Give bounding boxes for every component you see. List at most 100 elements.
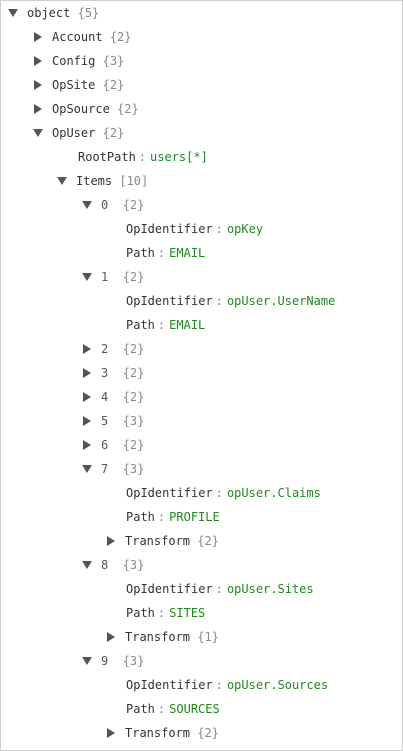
key-value-separator: : bbox=[215, 678, 223, 692]
node-key: Transform bbox=[125, 630, 191, 644]
tree-node-item-8[interactable]: 8 {3} bbox=[82, 553, 145, 577]
node-key: Transform bbox=[125, 534, 191, 548]
triangle-right-icon[interactable] bbox=[107, 535, 115, 546]
triangle-down-icon[interactable] bbox=[8, 8, 18, 18]
node-index: 0 bbox=[101, 198, 109, 212]
tree-node-item-7[interactable]: 7 {3} bbox=[82, 457, 144, 481]
key-value-separator: : bbox=[138, 150, 147, 164]
triangle-right-icon[interactable] bbox=[34, 79, 42, 90]
tree-node-item-4[interactable]: 4 {2} bbox=[83, 385, 144, 409]
node-index: 6 bbox=[101, 438, 109, 452]
tree-node-items[interactable]: Items [10] bbox=[57, 169, 149, 193]
node-key: OpUser bbox=[52, 126, 96, 140]
node-count: {2} bbox=[102, 78, 125, 92]
triangle-right-icon[interactable] bbox=[83, 415, 91, 426]
node-count: {2} bbox=[122, 198, 145, 212]
node-key: Account bbox=[52, 30, 103, 44]
tree-node-item-6[interactable]: 6 {2} bbox=[83, 433, 144, 457]
tree-node-config[interactable]: Config {3} bbox=[34, 49, 124, 73]
node-count: {3} bbox=[122, 558, 145, 572]
triangle-right-icon[interactable] bbox=[34, 31, 42, 42]
triangle-down-icon[interactable] bbox=[82, 656, 92, 666]
triangle-down-icon[interactable] bbox=[82, 464, 92, 474]
node-count: {3} bbox=[102, 54, 125, 68]
tree-node-transform[interactable]: Transform {1} bbox=[107, 625, 219, 649]
node-key: object bbox=[27, 6, 71, 20]
tree-node-opuser[interactable]: OpUser {2} bbox=[33, 121, 125, 145]
node-count: {2} bbox=[109, 30, 132, 44]
leaf-value[interactable]: EMAIL bbox=[169, 246, 206, 260]
tree-leaf-opidentifier: OpIdentifier:opUser.Claims bbox=[126, 481, 321, 505]
tree-node-item-2[interactable]: 2 {2} bbox=[83, 337, 144, 361]
triangle-right-icon[interactable] bbox=[83, 391, 91, 402]
triangle-right-icon[interactable] bbox=[34, 55, 42, 66]
tree-leaf-opidentifier: OpIdentifier:opUser.Sources bbox=[126, 673, 328, 697]
node-key: OpSite bbox=[52, 78, 96, 92]
triangle-down-icon[interactable] bbox=[82, 200, 92, 210]
tree-node-item-5[interactable]: 5 {3} bbox=[83, 409, 144, 433]
node-index: 2 bbox=[101, 342, 109, 356]
key-value-separator: : bbox=[215, 294, 223, 308]
key-value-separator: : bbox=[215, 486, 223, 500]
tree-node-transform[interactable]: Transform {2} bbox=[107, 721, 219, 745]
triangle-down-icon[interactable] bbox=[57, 176, 67, 186]
tree-leaf-path: Path:EMAIL bbox=[126, 241, 205, 265]
leaf-key: Path bbox=[126, 702, 155, 716]
node-count: {2} bbox=[122, 438, 145, 452]
leaf-key: Path bbox=[126, 606, 155, 620]
leaf-key: RootPath bbox=[78, 150, 136, 164]
tree-node-root[interactable]: object {5} bbox=[8, 1, 100, 25]
node-key: Transform bbox=[125, 726, 191, 740]
tree-node-opsite[interactable]: OpSite {2} bbox=[34, 73, 124, 97]
triangle-down-icon[interactable] bbox=[33, 128, 43, 138]
node-count: {2} bbox=[122, 270, 145, 284]
node-index: 7 bbox=[101, 462, 109, 476]
triangle-down-icon[interactable] bbox=[82, 560, 92, 570]
node-key: Config bbox=[52, 54, 96, 68]
node-count: {5} bbox=[77, 6, 100, 20]
key-value-separator: : bbox=[157, 318, 166, 332]
tree-node-item-3[interactable]: 3 {2} bbox=[83, 361, 144, 385]
tree-node-transform[interactable]: Transform {2} bbox=[107, 529, 219, 553]
leaf-value[interactable]: opKey bbox=[226, 222, 264, 236]
node-count: {2} bbox=[197, 726, 219, 740]
leaf-value[interactable]: SITES bbox=[169, 606, 206, 620]
tree-leaf-opidentifier: OpIdentifier:opUser.UserName bbox=[126, 289, 335, 313]
leaf-key: Path bbox=[126, 318, 155, 332]
key-value-separator: : bbox=[157, 606, 166, 620]
tree-leaf-path: Path:SITES bbox=[126, 601, 205, 625]
tree-node-item-9[interactable]: 9 {3} bbox=[82, 649, 145, 673]
node-index: 8 bbox=[101, 558, 109, 572]
leaf-value[interactable]: EMAIL bbox=[169, 318, 206, 332]
leaf-value[interactable]: opUser.Claims bbox=[226, 486, 321, 500]
leaf-value[interactable]: opUser.Sites bbox=[226, 582, 314, 596]
triangle-right-icon[interactable] bbox=[107, 631, 115, 642]
key-value-separator: : bbox=[157, 510, 166, 524]
leaf-value[interactable]: users[*] bbox=[150, 150, 208, 164]
leaf-value[interactable]: SOURCES bbox=[169, 702, 220, 716]
leaf-value[interactable]: PROFILE bbox=[169, 510, 220, 524]
leaf-key: OpIdentifier bbox=[126, 582, 213, 596]
triangle-right-icon[interactable] bbox=[83, 367, 91, 378]
leaf-value[interactable]: opUser.Sources bbox=[226, 678, 329, 692]
tree-node-account[interactable]: Account {2} bbox=[34, 25, 132, 49]
leaf-value[interactable]: opUser.UserName bbox=[226, 294, 336, 308]
triangle-down-icon[interactable] bbox=[82, 272, 92, 282]
triangle-right-icon[interactable] bbox=[34, 103, 42, 114]
tree-leaf-opidentifier: OpIdentifier:opKey bbox=[126, 217, 263, 241]
node-key: Items bbox=[76, 174, 113, 188]
tree-node-item-1[interactable]: 1 {2} bbox=[82, 265, 145, 289]
node-index: 9 bbox=[101, 654, 109, 668]
node-count: [10] bbox=[119, 174, 149, 188]
tree-node-opsource[interactable]: OpSource {2} bbox=[34, 97, 139, 121]
triangle-right-icon[interactable] bbox=[107, 727, 115, 738]
node-count: {1} bbox=[197, 630, 219, 644]
node-count: {2} bbox=[122, 390, 145, 404]
node-count: {2} bbox=[102, 126, 125, 140]
triangle-right-icon[interactable] bbox=[83, 343, 91, 354]
key-value-separator: : bbox=[215, 222, 223, 236]
triangle-right-icon[interactable] bbox=[83, 439, 91, 450]
tree-node-item-0[interactable]: 0 {2} bbox=[82, 193, 145, 217]
node-count: {3} bbox=[122, 654, 145, 668]
